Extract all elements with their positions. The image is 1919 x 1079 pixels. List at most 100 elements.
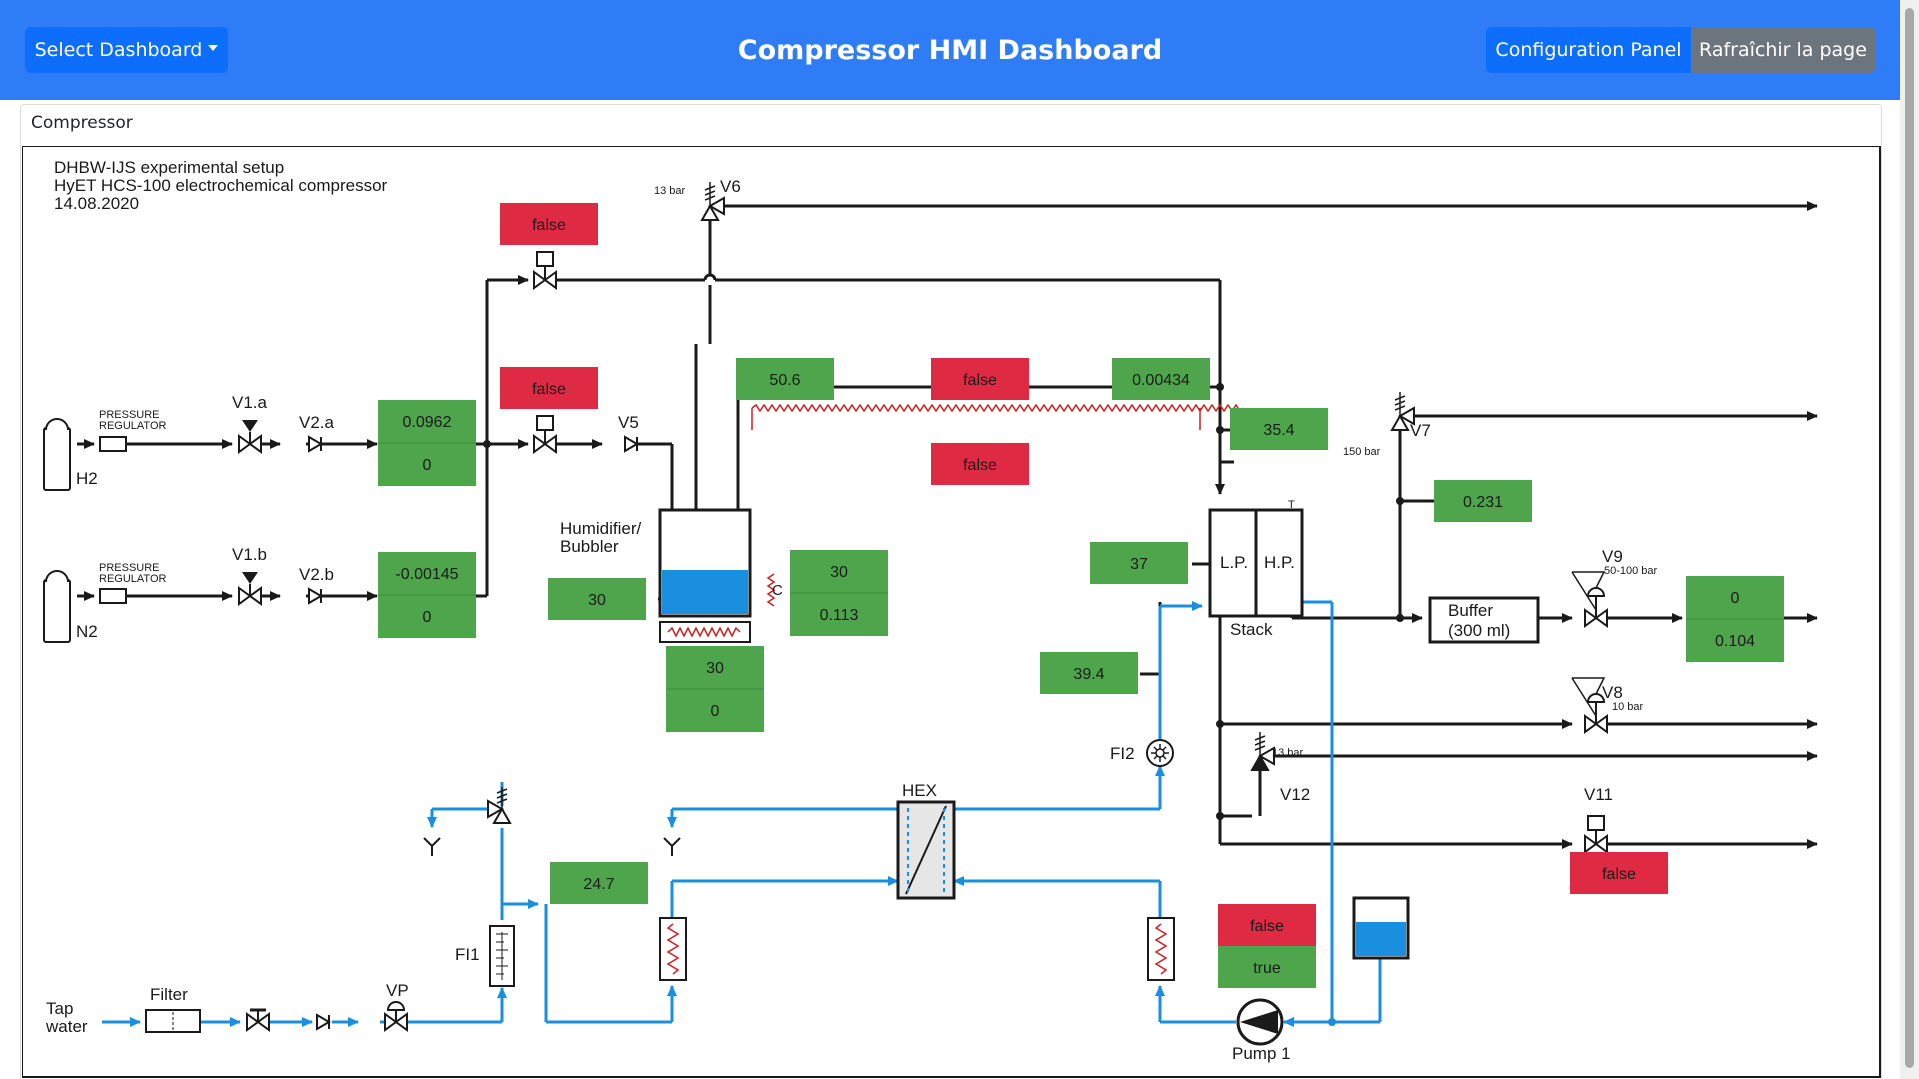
lp-label: L.P.	[1220, 553, 1248, 572]
solenoid-valve-h2-icon[interactable]	[533, 415, 557, 453]
v8-label: V8	[1602, 683, 1623, 702]
select-dashboard-dropdown[interactable]: Select Dashboard	[25, 27, 228, 73]
pump-status-false: false	[1250, 918, 1284, 935]
water-tank-icon	[1352, 896, 1410, 960]
flow-indicator-fi1-icon	[489, 925, 515, 987]
hp-pressure-value: 0.231	[1463, 494, 1503, 511]
v1b-label: V1.b	[232, 545, 267, 564]
compressor-stack-icon: L.P. H.P. Stack T	[1208, 499, 1304, 639]
buffer-label-1: Buffer	[1448, 601, 1493, 620]
scrollbar-thumb[interactable]	[1905, 8, 1914, 1068]
check-valve-water-icon	[316, 1014, 330, 1030]
back-pressure-valve-v8-icon[interactable]	[1571, 677, 1608, 733]
outlet-valve-status: false	[963, 372, 997, 389]
value-boxes: false false 0.0962 0 -0.00145 0 50.6 fal…	[378, 203, 1784, 988]
n2-label: N2	[76, 622, 98, 641]
manual-valve-water-icon[interactable]	[246, 1008, 270, 1031]
select-dashboard-label: Select Dashboard	[34, 39, 203, 61]
ca-label: C	[772, 582, 783, 599]
fi1-label: FI1	[455, 945, 480, 964]
relief-valve-v7-icon[interactable]	[1390, 392, 1415, 431]
h2-flow-value: 0.0962	[403, 414, 452, 431]
h2-cylinder-icon: H2	[43, 418, 98, 491]
top-valve-status: false	[532, 217, 566, 234]
scrollbar[interactable]	[1900, 0, 1919, 1079]
refresh-page-button[interactable]: Rafraîchir la page	[1691, 27, 1875, 73]
h2-label: H2	[76, 469, 98, 488]
water-heater-right-icon	[1147, 917, 1175, 981]
h2-valve-status: false	[532, 381, 566, 398]
valve-vp-icon[interactable]	[384, 1001, 408, 1031]
caption-line-2: HyET HCS-100 electrochemical compressor	[54, 176, 388, 195]
svg-text:PRESSURE: PRESSURE	[99, 562, 160, 574]
v5-label: V5	[618, 413, 639, 432]
relief-valve-water-icon[interactable]	[487, 787, 512, 824]
bottom-heater-output: 0	[711, 703, 720, 720]
hex-label: HEX	[902, 781, 937, 800]
diagram-frame	[22, 146, 1881, 1078]
pump-icon[interactable]	[1236, 998, 1284, 1046]
solenoid-valve-v11-icon[interactable]	[1584, 815, 1608, 853]
humidifier-bubbler-icon	[658, 508, 752, 643]
heat-exchanger-icon	[896, 800, 956, 900]
pump-label: Pump 1	[1232, 1044, 1291, 1063]
pressure-regulator-h2-icon: PRESSURE REGULATOR	[99, 409, 166, 452]
diagram-caption: DHBW-IJS experimental setup HyET HCS-100…	[54, 158, 388, 213]
v9-pressure-label: 50-100 bar	[1604, 565, 1658, 577]
inlet-temperature-value: 50.6	[769, 372, 800, 389]
configuration-panel-button[interactable]: Configuration Panel	[1486, 27, 1691, 73]
cooling-water-temperature-value: 39.4	[1073, 666, 1104, 683]
tap-label-1: Tap	[46, 999, 73, 1018]
v8-pressure-label: 10 bar	[1612, 701, 1644, 713]
fi2-label: FI2	[1110, 744, 1135, 763]
stack-label: Stack	[1230, 620, 1273, 639]
bottom-heater-setpoint: 30	[706, 660, 724, 677]
v1a-label: V1.a	[232, 393, 268, 412]
compressor-card	[20, 104, 1882, 1079]
v9-label: V9	[1602, 547, 1623, 566]
humidifier-label-1: Humidifier/	[560, 519, 642, 538]
flow-indicator-fi2-icon	[1146, 739, 1174, 767]
drain-middle-icon	[663, 837, 681, 856]
vp-label: VP	[386, 981, 409, 1000]
check-valve-v2b-icon	[308, 588, 322, 604]
page-title: Compressor HMI Dashboard	[737, 34, 1163, 66]
relief-valve-v12-icon[interactable]	[1250, 732, 1275, 771]
stack-temperature-value: 37	[1130, 556, 1148, 573]
heat-trace-status: false	[963, 457, 997, 474]
water-heater-left-icon	[659, 917, 687, 981]
check-valve-v2a-icon	[308, 436, 322, 452]
humidifier-label-2: Bubbler	[560, 537, 619, 556]
filter-label: Filter	[150, 985, 188, 1004]
water-temperature-value: 24.7	[583, 876, 614, 893]
n2-cylinder-icon: N2	[43, 570, 98, 643]
junction-dots	[483, 383, 1404, 820]
rh-value: 35.4	[1263, 422, 1294, 439]
humidifier-heater-output: 0.113	[820, 607, 859, 624]
pressure-lp-value: 0.00434	[1132, 372, 1190, 389]
gas-lines	[77, 201, 1818, 849]
humidifier-side-heater-icon	[766, 573, 776, 607]
compressor-pid-diagram: DHBW-IJS experimental setup HyET HCS-100…	[22, 146, 1881, 1078]
back-pressure-valve-v9-icon[interactable]	[1571, 571, 1608, 627]
v11-status: false	[1602, 866, 1636, 883]
valve-v1b-icon[interactable]	[238, 572, 262, 605]
water-lines	[102, 600, 1382, 1027]
v11-label: V11	[1584, 785, 1613, 804]
relief-valve-v6-icon[interactable]	[700, 182, 725, 221]
drain-left-icon	[423, 837, 441, 856]
pressure-regulator-n2-icon: PRESSURE REGULATOR	[99, 562, 166, 604]
outlet-flow-setpoint: 0	[1731, 590, 1740, 607]
valve-v1a-icon[interactable]	[238, 420, 262, 453]
v12-pressure-label: 13 bar	[1272, 747, 1304, 759]
humidifier-temperature-value: 30	[588, 592, 606, 609]
tap-label-2: water	[45, 1017, 88, 1036]
svg-text:T: T	[1288, 499, 1295, 511]
water-junction-dots	[1328, 1018, 1336, 1026]
buffer-label-2: (300 ml)	[1448, 621, 1510, 640]
v2b-label: V2.b	[299, 565, 334, 584]
filter-icon	[145, 1009, 201, 1033]
svg-text:REGULATOR: REGULATOR	[99, 573, 166, 585]
solenoid-valve-top-icon[interactable]	[533, 251, 557, 289]
outlet-flow-value: 0.104	[1715, 633, 1755, 650]
